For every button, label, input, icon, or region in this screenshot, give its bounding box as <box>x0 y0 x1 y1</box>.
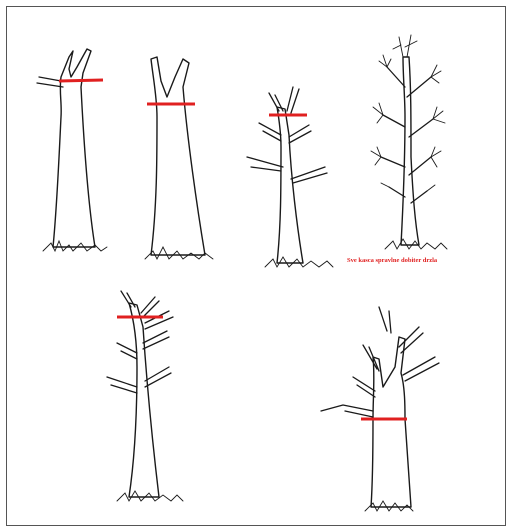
tree-6 <box>321 307 439 511</box>
tree-1-cut-line <box>59 80 103 81</box>
tree-1 <box>37 49 107 251</box>
tree-2-trunk <box>151 57 205 255</box>
tree-6-trunk <box>371 337 411 507</box>
figure-frame: Sve kasca spravlne dobiter drzla <box>6 6 506 526</box>
tree-5-trunk <box>129 303 159 497</box>
pruning-diagram <box>7 7 507 527</box>
caption-text: Sve kasca spravlne dobiter drzla <box>347 257 487 264</box>
tree-1-trunk <box>53 49 95 247</box>
tree-3 <box>247 87 333 267</box>
tree-2 <box>145 57 213 259</box>
tree-5 <box>107 291 183 501</box>
tree-4 <box>371 35 447 249</box>
